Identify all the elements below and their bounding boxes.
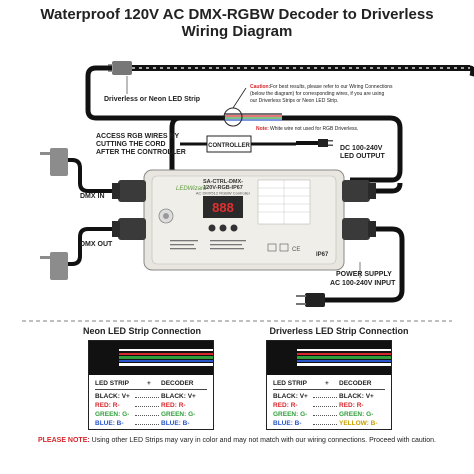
connector-dots: [135, 397, 159, 398]
dmx-out-cable: [68, 227, 112, 266]
dmx-in-cable: [68, 158, 112, 193]
strip-cable-right: [469, 65, 474, 77]
decoder-wire-label: RED: R-: [161, 402, 186, 409]
power-plug: [305, 293, 325, 307]
gland-power-input: [342, 218, 376, 240]
header-rule: [95, 389, 207, 390]
title-line-2: Wiring Diagram: [181, 23, 293, 40]
wire-strand: [119, 356, 213, 359]
button-1[interactable]: [208, 224, 216, 232]
connector-dots: [313, 424, 337, 425]
wire-strand: [119, 359, 213, 363]
caution-prefix: Caution:: [250, 84, 271, 90]
footer-note: PLEASE NOTE: Using other LED Strips may …: [0, 437, 474, 444]
strip-wire-label: BLUE: B-: [273, 420, 302, 427]
segment-display: [203, 196, 243, 218]
footer-prefix: PLEASE NOTE:: [37, 437, 90, 444]
strip-wire-label: GREEN: G-: [273, 411, 308, 418]
decoder-wire-label: BLACK: V+: [339, 393, 374, 400]
access-line-2: CUTTING THE CORD: [96, 141, 166, 148]
wire-strand: [297, 363, 391, 366]
column-header-strip: LED STRIP: [273, 380, 307, 387]
dmx-in-label: DMX IN: [80, 193, 105, 200]
wire-strand: [297, 359, 391, 363]
caution-line-1: For best results, please refer to our Wi…: [270, 84, 393, 90]
header-rule: [273, 389, 385, 390]
controller-label: CONTROLLER: [208, 143, 250, 149]
column-header-decoder: DECODER: [339, 380, 372, 387]
diagram-title: Waterproof 120V AC DMX-RGBW Decoder to D…: [0, 6, 474, 40]
panel-title-driverless: Driverless LED Strip Connection: [269, 326, 409, 336]
wire-strand: [119, 349, 213, 352]
column-header-plus: +: [147, 380, 151, 387]
strip-cable-left: [85, 65, 225, 121]
dmx-out-label: DMX OUT: [80, 241, 113, 248]
wire-strand: [297, 349, 391, 352]
wiring-table-neon: LED STRIP + DECODER BLACK: V+ BLACK: V+ RED: …: [88, 340, 214, 430]
gland-led-output: [342, 180, 376, 202]
output-cable: [282, 115, 403, 183]
strip-wire-label: BLACK: V+: [95, 393, 130, 400]
rgb-wires: [225, 113, 282, 121]
svg-text:CE: CE: [292, 247, 300, 253]
strip-label: Driverless or Neon LED Strip: [104, 96, 200, 103]
access-line-3: AFTER THE CONTROLLER: [96, 149, 186, 156]
button-3[interactable]: [230, 224, 238, 232]
strip-wire-label: RED: R-: [95, 402, 120, 409]
note-prefix: Note:: [256, 126, 269, 132]
connector-dots: [135, 424, 159, 425]
caution-line-2: (below the diagram) for corresponding wi…: [250, 91, 384, 97]
wiring-table-driverless: LED STRIP + DECODER BLACK: V+ BLACK: V+ RED: …: [266, 340, 392, 430]
wire-strand: [119, 363, 213, 366]
wire-callout-circle: [223, 107, 243, 127]
access-line-1: ACCESS RGB WIRES BY: [96, 133, 180, 140]
connector-dots: [135, 415, 159, 416]
decoder-wire-label: GREEN: G-: [161, 411, 196, 418]
cable-cross-section: [89, 341, 213, 375]
model-line-2: 120V-RGB-IP67: [203, 185, 243, 191]
column-header-strip: LED STRIP: [95, 380, 129, 387]
gland-dmx-out: [112, 218, 146, 240]
decoder-wire-label: RED: R-: [339, 402, 364, 409]
panel-title-neon: Neon LED Strip Connection: [83, 326, 201, 336]
strip-wire-label: GREEN: G-: [95, 411, 130, 418]
note-text: White wire not used for RGB Driverless.: [270, 126, 358, 132]
decoder-wire-label: YELLOW: B-: [339, 420, 378, 427]
column-header-decoder: DECODER: [161, 380, 194, 387]
model-line-3: AC DMX512 RGBW Controller: [196, 191, 251, 196]
strip-wire-label: RED: R-: [273, 402, 298, 409]
wire-strand: [297, 356, 391, 359]
ip-rating: IP67: [316, 252, 329, 258]
button-2[interactable]: [219, 224, 227, 232]
title-line-1: Waterproof 120V AC DMX-RGBW Decoder to D…: [40, 6, 434, 23]
wire-strand: [297, 352, 391, 355]
dmx-out-connector: [50, 252, 68, 280]
gland-dmx-in: [112, 180, 146, 202]
decoder-wire-label: BLUE: B-: [161, 420, 190, 427]
dmx-in-connector: [50, 148, 68, 176]
display-digits: 888: [212, 200, 234, 215]
strip-wire-label: BLACK: V+: [273, 393, 308, 400]
brand-logo: LEDWizard: [176, 186, 207, 192]
strip-wire-label: BLUE: B-: [95, 420, 124, 427]
power-cable: [325, 226, 405, 303]
connector-dots: [313, 406, 337, 407]
connector-dots: [313, 397, 337, 398]
output-line-2: LED OUTPUT: [340, 153, 385, 160]
decoder-wire-label: BLACK: V+: [161, 393, 196, 400]
decoder-wire-label: GREEN: G-: [339, 411, 374, 418]
caution-line-3: our Driverless Strips or Neon LED Strip.: [250, 98, 338, 104]
footer-text: Using other LED Strips may vary in color…: [91, 437, 436, 444]
connector-dots: [313, 415, 337, 416]
power-line-1: POWER SUPPLY: [336, 271, 392, 278]
output-line-1: DC 100-240V: [340, 145, 383, 152]
column-header-plus: +: [325, 380, 329, 387]
wire-strand: [119, 352, 213, 355]
strip-end-cap: [112, 61, 132, 75]
model-line-1: SA-CTRL-DMX-: [203, 179, 243, 185]
connector-dots: [135, 406, 159, 407]
power-line-2: AC 100-240V INPUT: [330, 280, 396, 287]
cable-cross-section: [267, 341, 391, 375]
